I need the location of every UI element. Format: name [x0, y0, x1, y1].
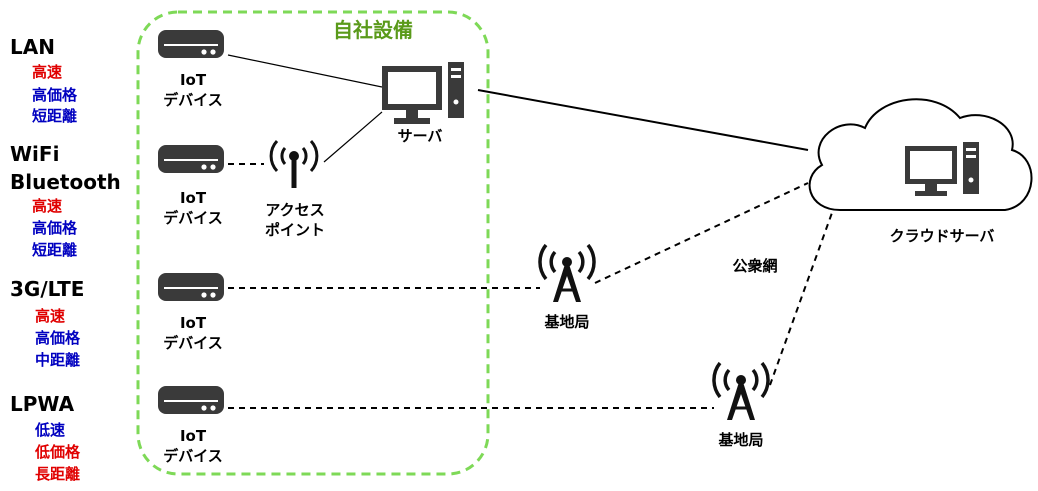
cell-tower-icon-2: [712, 361, 770, 420]
premises-title: 自社設備: [333, 18, 413, 42]
lte-speed: 高速: [35, 307, 66, 325]
wifi-speed: 高速: [32, 197, 63, 215]
router-icon-3: [158, 273, 224, 301]
router-icon-2: [158, 145, 224, 173]
lte-price: 高価格: [35, 329, 81, 347]
lpwa-speed: 低速: [35, 421, 66, 439]
wifi-distance: 短距離: [32, 241, 78, 259]
cell-tower-icon-1: [538, 243, 596, 302]
lpwa-distance: 長距離: [35, 465, 81, 483]
wifi-antenna-icon: [269, 139, 319, 188]
router-icon-1: [158, 30, 224, 58]
desktop-computer-icon: [382, 62, 464, 124]
router-icon-4: [158, 386, 224, 414]
basestation2-cloud-link: [769, 209, 834, 386]
base-station-label-2: 基地局: [718, 431, 764, 449]
base-station-label-1: 基地局: [544, 313, 590, 331]
lpwa-price: 低価格: [35, 443, 81, 461]
device1-server-link: [227, 54, 383, 88]
public-network-label: 公衆網: [732, 257, 778, 275]
server-label: サーバ: [397, 127, 443, 145]
lan-price: 高価格: [32, 86, 78, 104]
category-lan: LAN: [10, 35, 55, 59]
category-lpwa: LPWA: [10, 392, 75, 416]
premises-boundary: [136, 10, 490, 476]
category-wifi-bluetooth: WiFi Bluetooth: [10, 142, 121, 194]
cloud-server-label: クラウドサーバ: [889, 227, 995, 245]
wifi-price: 高価格: [32, 219, 78, 237]
category-3g-lte: 3G/LTE: [10, 277, 85, 301]
server-cloud-link: [477, 89, 809, 151]
cloud-computer-icon: [905, 142, 979, 196]
lan-distance: 短距離: [32, 107, 78, 125]
ap-server-link: [323, 111, 383, 163]
lte-distance: 中距離: [35, 351, 81, 369]
lan-speed: 高速: [32, 63, 63, 81]
access-point-label: アクセスポイント: [264, 201, 325, 239]
